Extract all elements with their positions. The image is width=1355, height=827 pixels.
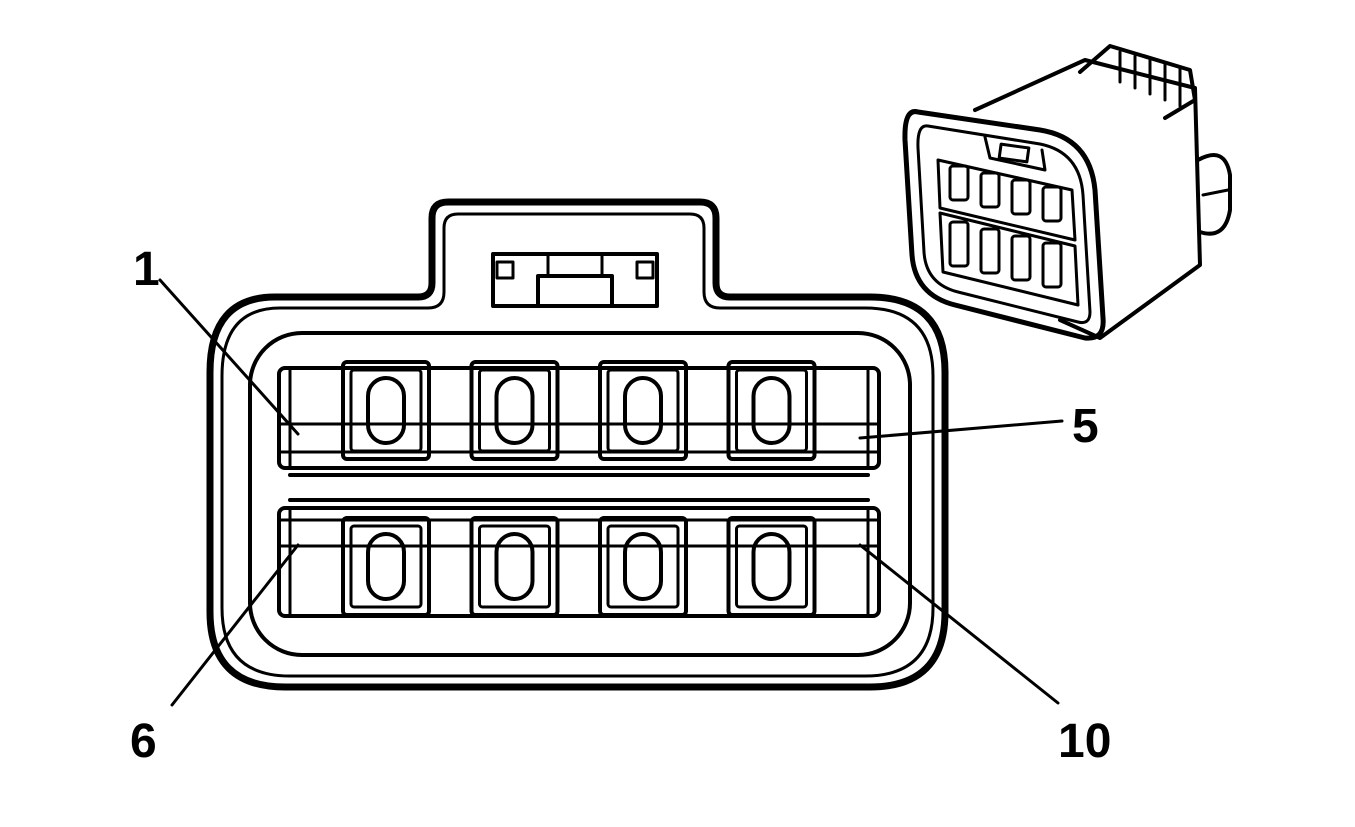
isometric-terminal-cavities [948,164,1063,289]
terminal-cavity [341,360,431,461]
iso-terminal-cavity [1041,185,1063,223]
terminal-cavity [726,360,817,461]
terminal-cavity [598,516,688,617]
terminal-cavities [341,360,817,617]
iso-terminal-cavity [979,171,1001,209]
connector-isometric-view [902,44,1232,341]
connector-face [158,198,1064,707]
terminal-cavity [341,516,431,617]
terminal-cavity [726,516,817,617]
iso-terminal-cavity [1010,234,1032,282]
leader-lines [158,278,1064,707]
terminal-cavity [598,360,688,461]
iso-terminal-cavity [948,164,970,202]
iso-terminal-cavity [1010,178,1032,216]
iso-terminal-cavity [979,227,1001,275]
iso-terminal-cavity [948,220,970,268]
pin-5-label: 5 [1072,400,1099,453]
pin-10-label: 10 [1058,715,1111,768]
iso-terminal-cavity [1041,241,1063,289]
latch [491,252,659,308]
terminal-cavity [469,516,560,617]
pin-6-label: 6 [130,715,157,768]
terminal-cavity [469,360,560,461]
pin-1-label: 1 [133,243,160,296]
